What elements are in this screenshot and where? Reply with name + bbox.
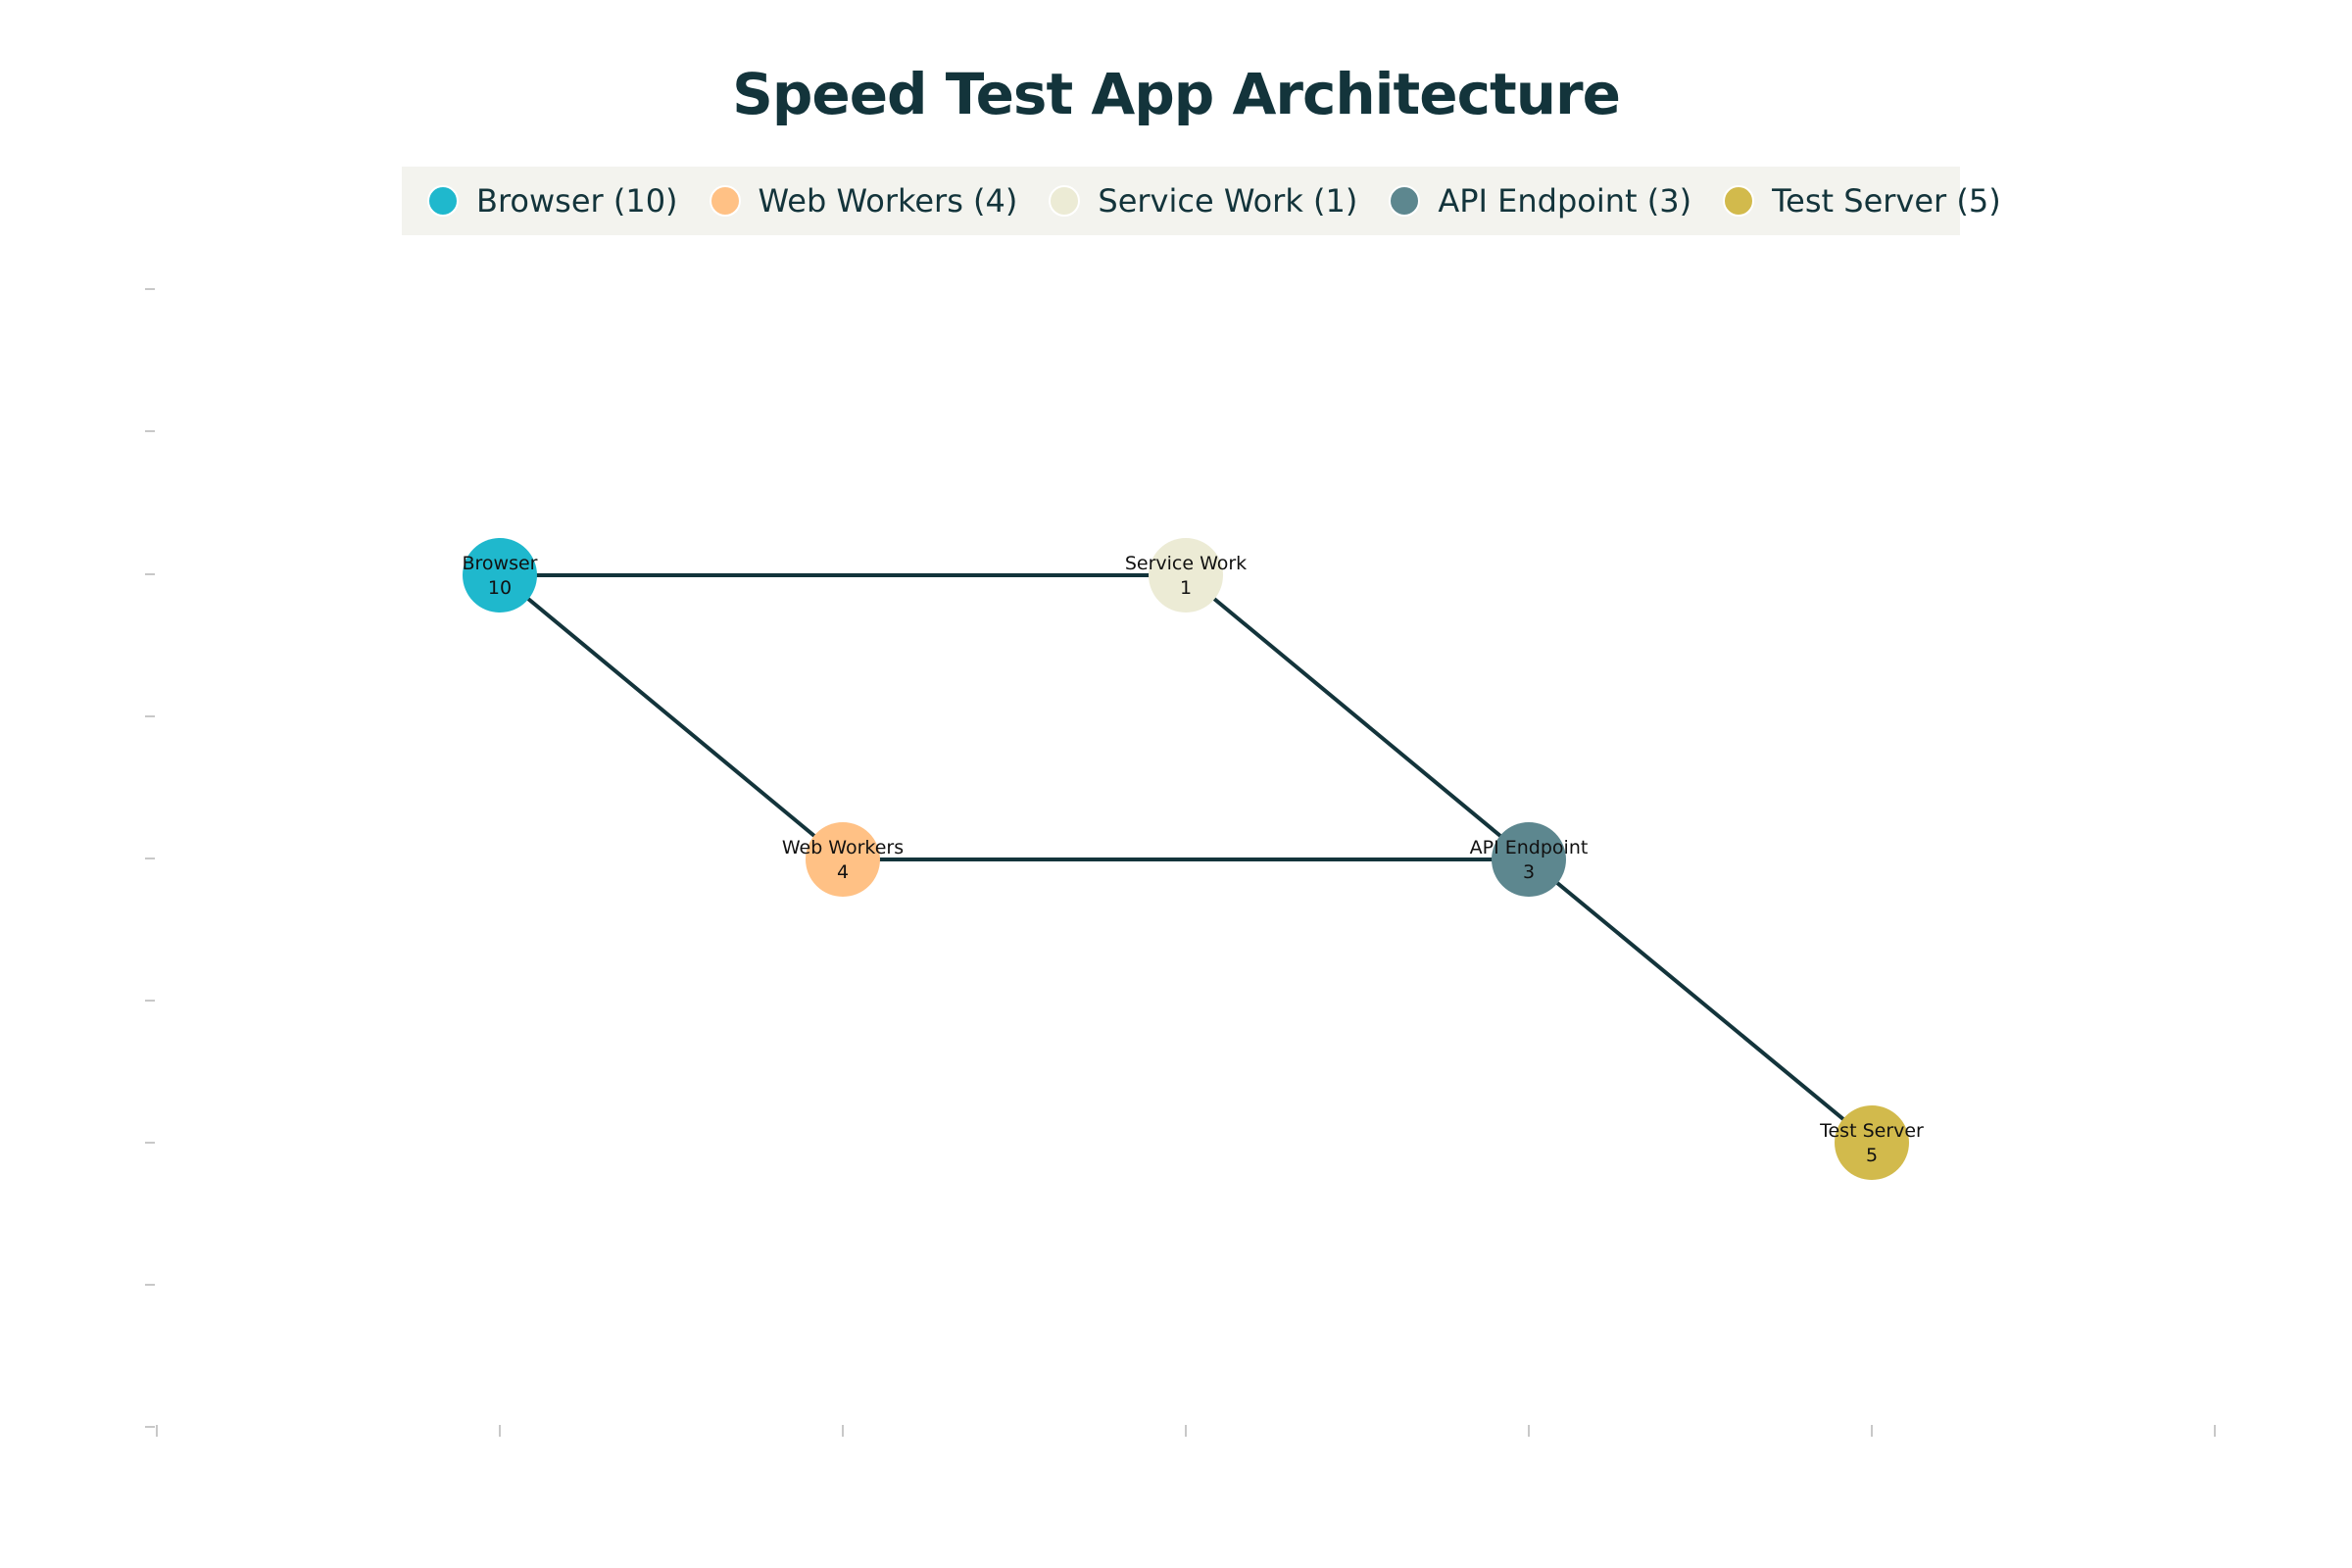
edge-browser-to-web-workers	[498, 573, 845, 861]
node-value-web-workers: 4	[837, 861, 849, 883]
legend: Browser (10) Web Workers (4) Service Wor…	[402, 167, 2001, 235]
legend-swatch-service-work	[1049, 185, 1081, 217]
node-label-test-server: Test Server	[1819, 1120, 1924, 1142]
legend-swatch-browser	[427, 185, 459, 217]
axis-ticks	[145, 288, 2216, 1437]
legend-swatch-web-workers	[709, 185, 741, 217]
node-label-browser: Browser	[463, 553, 538, 574]
legend-item-api-endpoint[interactable]: API Endpoint (3)	[1389, 182, 1691, 220]
legend-label-web-workers: Web Workers (4)	[758, 182, 1018, 220]
node-service-work[interactable]: Service Work 1	[1125, 538, 1247, 612]
node-label-web-workers: Web Workers	[782, 837, 904, 858]
node-browser[interactable]: Browser 10	[463, 538, 538, 612]
node-circle-web-workers[interactable]	[806, 822, 880, 897]
node-circle-browser[interactable]	[463, 538, 537, 612]
node-web-workers[interactable]: Web Workers 4	[782, 822, 904, 897]
legend-label-test-server: Test Server (5)	[1772, 182, 2001, 220]
node-value-service-work: 1	[1180, 577, 1192, 599]
node-circle-test-server[interactable]	[1835, 1105, 1909, 1180]
node-circle-api-endpoint[interactable]	[1492, 822, 1566, 897]
node-value-test-server: 5	[1866, 1145, 1878, 1166]
node-test-server[interactable]: Test Server 5	[1819, 1105, 1924, 1180]
legend-item-test-server[interactable]: Test Server (5)	[1723, 182, 2001, 220]
edges	[498, 573, 1874, 1145]
chart-title: Speed Test App Architecture	[732, 61, 1621, 127]
legend-swatch-api-endpoint	[1389, 185, 1421, 217]
legend-label-api-endpoint: API Endpoint (3)	[1438, 182, 1692, 220]
node-label-api-endpoint: API Endpoint	[1470, 837, 1589, 858]
legend-label-service-work: Service Work (1)	[1098, 182, 1358, 220]
edge-api-endpoint-to-test-server	[1527, 858, 1874, 1145]
node-label-service-work: Service Work	[1125, 553, 1247, 574]
legend-item-service-work[interactable]: Service Work (1)	[1049, 182, 1357, 220]
node-circle-service-work[interactable]	[1149, 538, 1223, 612]
edge-service-work-to-api-endpoint	[1184, 573, 1531, 861]
legend-label-browser: Browser (10)	[476, 182, 678, 220]
node-api-endpoint[interactable]: API Endpoint 3	[1470, 822, 1589, 897]
legend-item-web-workers[interactable]: Web Workers (4)	[709, 182, 1018, 220]
legend-swatch-test-server	[1723, 185, 1755, 217]
node-value-browser: 10	[488, 577, 512, 599]
node-value-api-endpoint: 3	[1523, 861, 1535, 883]
legend-item-browser[interactable]: Browser (10)	[427, 182, 678, 220]
